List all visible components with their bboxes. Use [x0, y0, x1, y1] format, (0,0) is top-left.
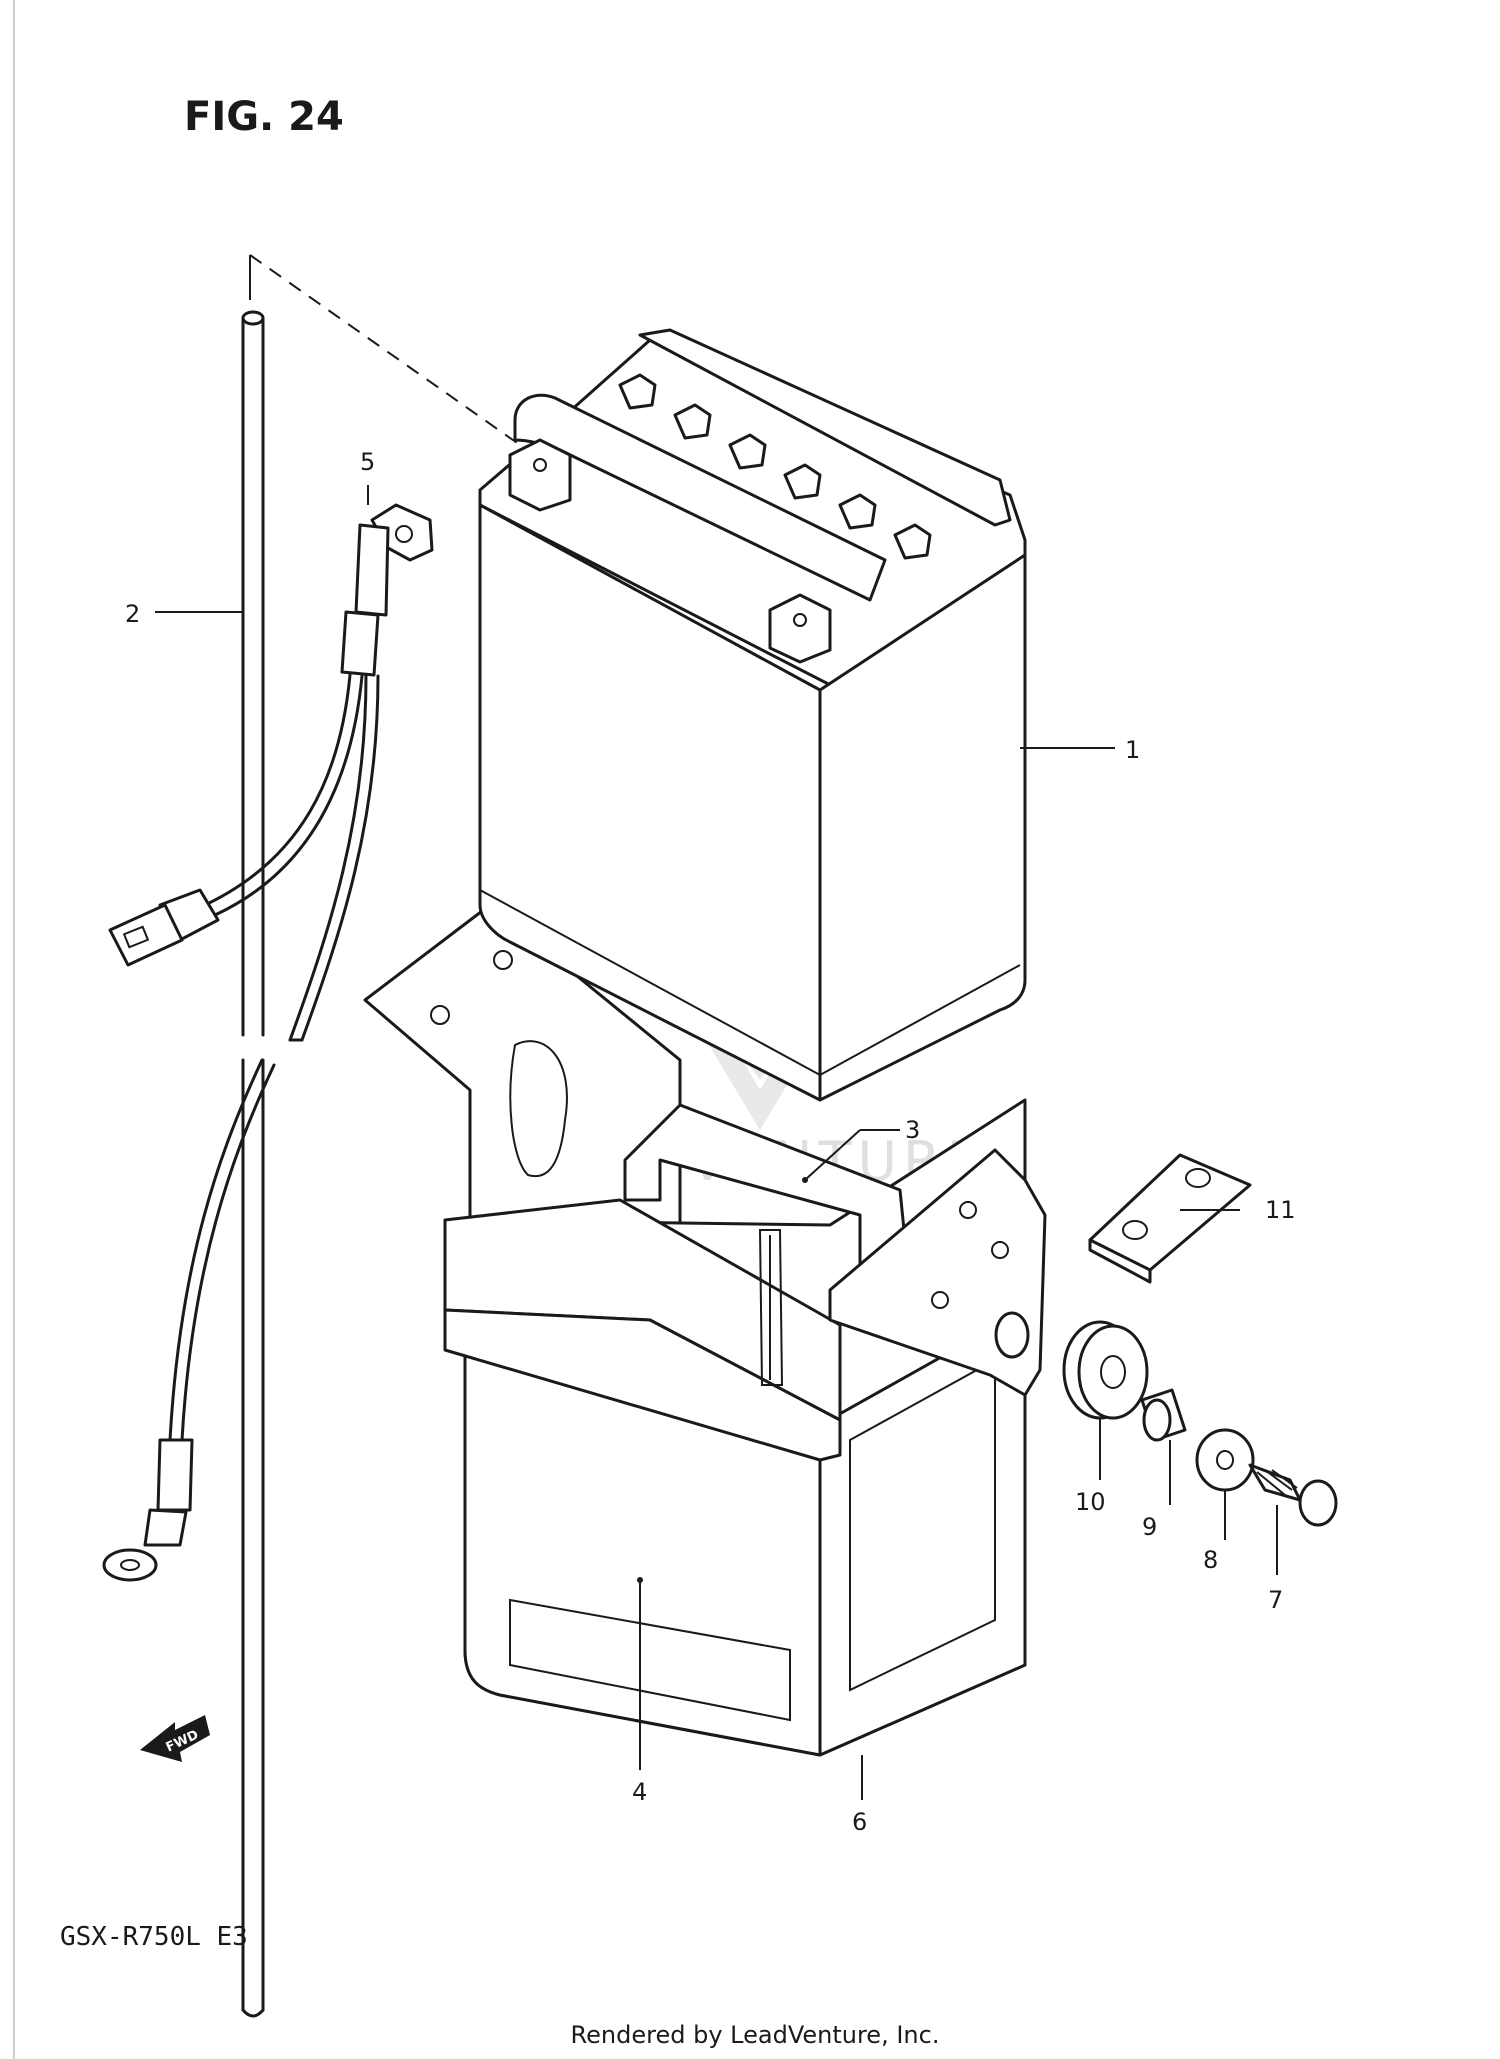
assembly-dashed-line: [249, 254, 521, 446]
model-code: GSX-R750L E3: [60, 1922, 248, 1952]
part-8-washer: [1195, 1428, 1255, 1492]
footer-credit: Rendered by LeadVenture, Inc.: [571, 2021, 940, 2049]
fwd-arrow-icon: FWD: [140, 1715, 210, 1762]
part-5-cable-lower: [102, 1058, 276, 1582]
part-5-battery-cable: [108, 503, 434, 1042]
callout-8: 8: [1203, 1546, 1218, 1574]
part-7-bolt: [1248, 1463, 1338, 1527]
callout-6: 6: [852, 1808, 867, 1836]
callout-9: 9: [1142, 1513, 1157, 1541]
part-11-plate: [1088, 1153, 1252, 1284]
callout-10: 10: [1075, 1488, 1106, 1516]
callout-7: 7: [1268, 1586, 1283, 1614]
battery-cell-caps: [618, 373, 932, 560]
callout-4: 4: [632, 1778, 647, 1806]
part-2-breather-hose: [241, 310, 265, 2018]
callout-numbers: 1 2 3 4 5 6 7 8 9 10 11: [125, 448, 1296, 1836]
part-1-battery: [478, 328, 1027, 1102]
callout-5: 5: [360, 448, 375, 476]
callout-3: 3: [905, 1116, 920, 1144]
figure-title: FIG. 24: [184, 94, 344, 140]
part-9-collar: [1140, 1388, 1187, 1442]
callout-2: 2: [125, 600, 140, 628]
callout-1: 1: [1125, 736, 1140, 764]
part-10-grommet: [1062, 1320, 1149, 1420]
leader-lines: [155, 485, 1278, 1800]
callout-11: 11: [1265, 1196, 1296, 1224]
